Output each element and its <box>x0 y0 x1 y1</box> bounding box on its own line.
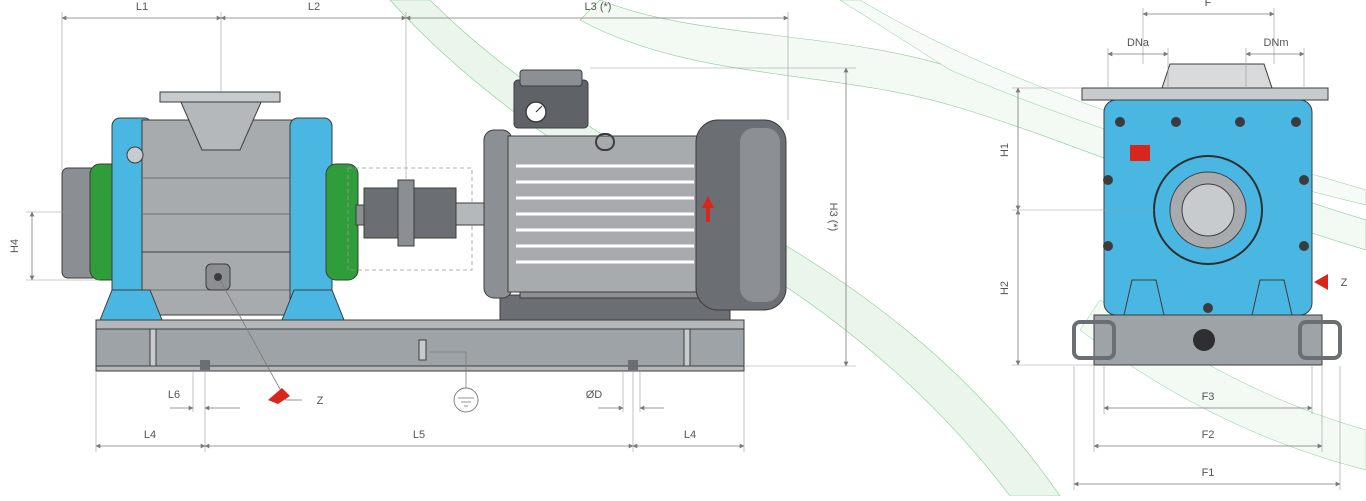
base-frame <box>95 319 745 372</box>
lifting-eye <box>595 133 615 151</box>
label-L4-left: L4 <box>144 429 156 441</box>
label-H1: H1 <box>999 143 1011 157</box>
end-base-handle-right <box>1298 320 1342 360</box>
end-inlet-flange <box>1081 87 1329 101</box>
coupling-hub-right <box>413 187 457 239</box>
base-stiffener-left <box>149 328 157 367</box>
motor-mount-plate <box>499 294 731 321</box>
label-L3: L3 (*) <box>585 1 612 13</box>
label-DNa: DNa <box>1127 37 1150 49</box>
label-Z-end: Z <box>1341 277 1348 289</box>
base-bottom-flange <box>95 365 745 372</box>
coupling-hub-left <box>363 187 399 239</box>
end-view-dimensions: F DNa DNm H1 H2 F3 F2 <box>999 0 1348 490</box>
label-H4: H4 <box>9 239 21 253</box>
pump-unit <box>61 91 359 321</box>
label-H3: H3 (*) <box>827 203 839 232</box>
end-shaft-inner <box>1181 183 1235 237</box>
label-L1: L1 <box>136 1 148 13</box>
ground-symbol-icon <box>453 387 479 413</box>
red-marking-badge <box>1130 145 1150 161</box>
ground-terminal <box>418 339 427 361</box>
terminal-box <box>513 79 589 129</box>
motor-shaft <box>455 202 489 226</box>
label-F3: F3 <box>1202 391 1215 403</box>
end-bolt <box>1235 117 1245 127</box>
inlet-flange <box>159 91 281 103</box>
gauge-needle <box>535 105 543 113</box>
side-view: L1 L2 L3 (*) H3 (*) H4 L4 L5 L4 <box>9 1 856 452</box>
label-F: F <box>1205 0 1212 9</box>
rotation-arrow-icon <box>702 196 714 222</box>
base-top-flange <box>95 319 745 330</box>
label-DNm: DNm <box>1263 37 1288 49</box>
foot-bolt-left <box>200 360 210 370</box>
end-bolt <box>1203 303 1213 313</box>
red-arrow-icon <box>268 388 290 404</box>
end-bolt <box>1171 117 1181 127</box>
label-L5: L5 <box>413 429 425 441</box>
pump-foot-left <box>99 289 163 321</box>
pump-foot-right <box>281 289 345 321</box>
electric-motor <box>483 69 787 321</box>
end-bolt <box>1115 117 1125 127</box>
label-F2: F2 <box>1202 429 1215 441</box>
end-top-cover <box>1161 63 1273 89</box>
cooling-fins <box>516 164 694 264</box>
vent-plug <box>126 146 144 164</box>
side-view-dimensions: L1 L2 L3 (*) H3 (*) H4 L4 L5 L4 <box>9 1 856 452</box>
label-Z-side: Z <box>317 395 324 407</box>
end-bolt <box>1299 241 1309 251</box>
terminal-box-lid <box>519 69 583 87</box>
end-base-handle-left <box>1072 320 1116 360</box>
end-bolt <box>1103 175 1113 185</box>
green-seal-ring-right <box>325 163 359 281</box>
end-bolt <box>1291 117 1301 127</box>
label-L6: L6 <box>168 389 180 401</box>
label-F1: F1 <box>1202 467 1215 479</box>
red-arrow-icon <box>1314 274 1328 290</box>
end-base-hole <box>1193 329 1215 351</box>
leader-Z-side <box>219 279 287 401</box>
end-view: F DNa DNm H1 H2 F3 F2 <box>999 0 1348 490</box>
label-OD: ØD <box>586 389 603 401</box>
foot-bolt-right <box>628 360 638 370</box>
fan-cover-face <box>740 128 780 302</box>
end-bolt <box>1103 241 1113 251</box>
base-stiffener-right <box>683 328 691 367</box>
coupling-assembly <box>347 167 489 271</box>
end-bolt <box>1299 175 1309 185</box>
label-L2: L2 <box>308 1 320 13</box>
drain-plug-center <box>214 273 222 281</box>
coupling-disc <box>397 179 415 247</box>
label-H2: H2 <box>999 281 1011 295</box>
label-L4-right: L4 <box>684 429 696 441</box>
